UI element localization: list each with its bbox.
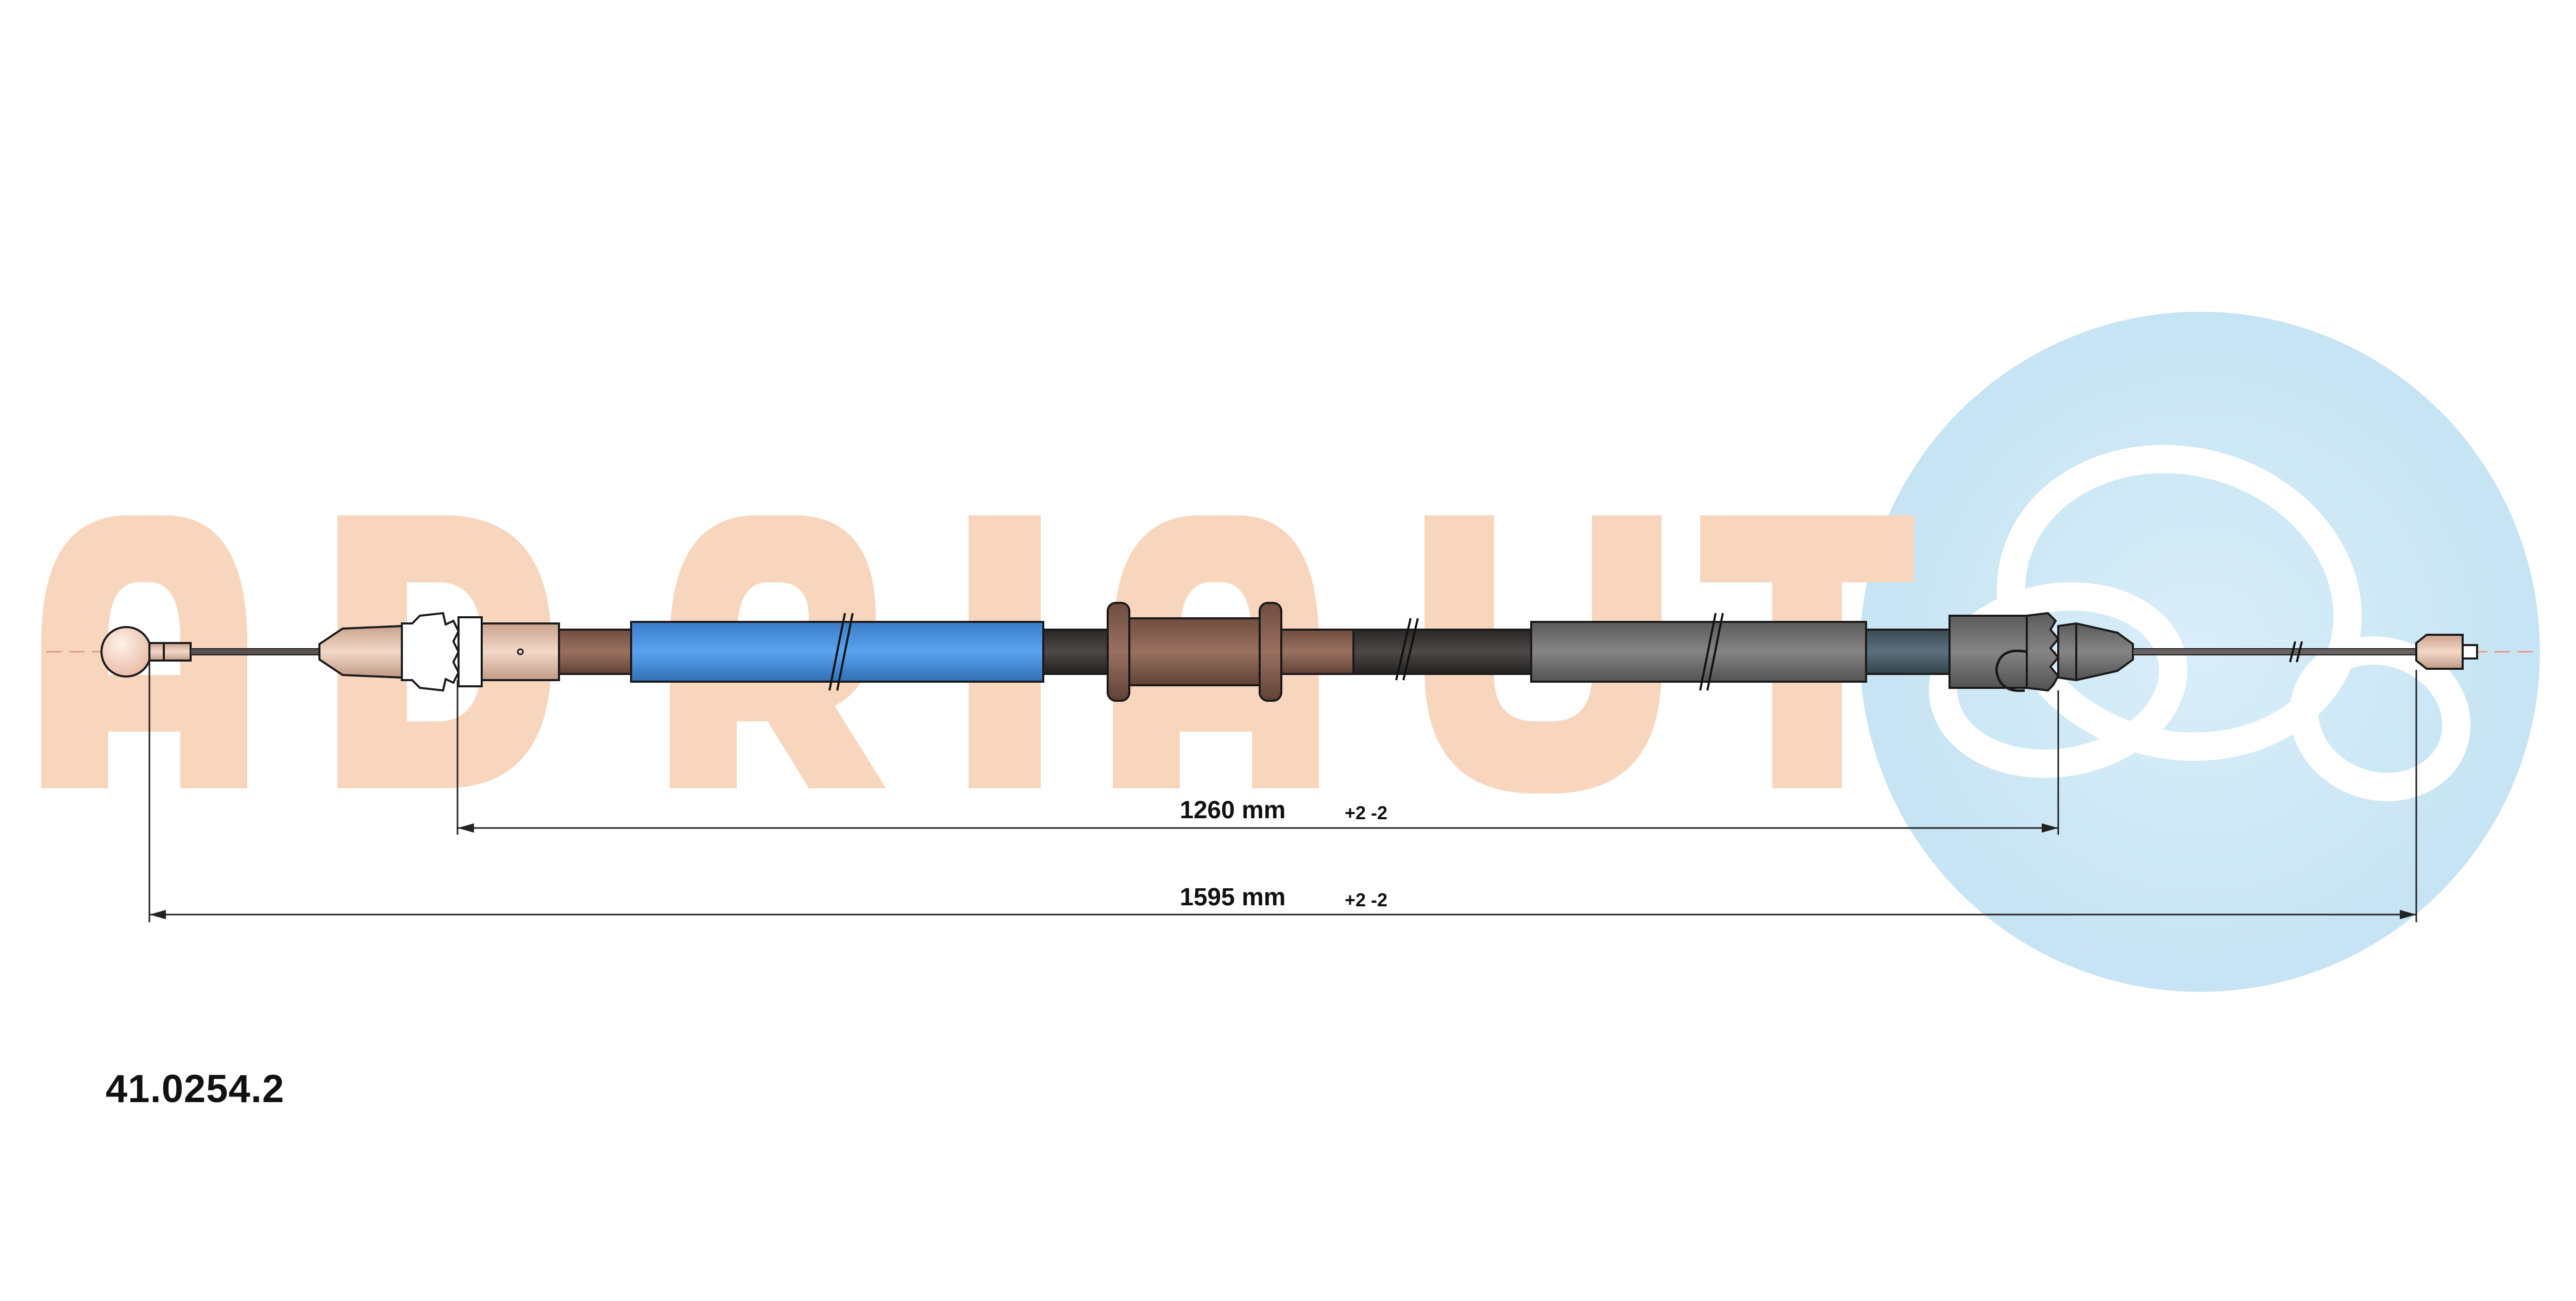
sheath-steel bbox=[1865, 629, 1951, 675]
grommet-flange-left bbox=[1107, 602, 1130, 702]
part-number: 41.0254.2 bbox=[106, 1067, 285, 1111]
dim-label-1595: 1595 mm bbox=[1180, 884, 1285, 911]
watermark-letter-a2 bbox=[1113, 515, 1319, 788]
length-break-marks bbox=[828, 613, 2303, 691]
dim-arrow-1595-right bbox=[2400, 910, 2416, 919]
dim-tolerance-1260: +2 -2 bbox=[1345, 802, 1387, 823]
left-crimp-ferrule bbox=[148, 642, 192, 662]
grommet-flange-right bbox=[1259, 602, 1282, 702]
sheath-brown-1 bbox=[558, 629, 632, 675]
left-inner-wire bbox=[190, 648, 320, 655]
dimension-lines bbox=[148, 662, 2417, 922]
brake-cable bbox=[100, 602, 2478, 702]
grey-sleeve bbox=[1530, 621, 1867, 683]
grommet-body bbox=[1128, 617, 1263, 686]
dim-arrow-1595-left bbox=[149, 910, 166, 919]
left-boot-marker bbox=[517, 648, 524, 655]
left-housing-boot bbox=[481, 622, 560, 681]
sheath-dark-2 bbox=[1352, 629, 1532, 675]
watermark-letter-r bbox=[670, 515, 886, 788]
left-ball-nipple bbox=[100, 626, 152, 678]
dim-arrow-1260-right bbox=[2042, 823, 2058, 833]
watermark-letter-u bbox=[1425, 515, 1662, 793]
right-inner-wire bbox=[2132, 648, 2417, 655]
dim-label-1260: 1260 mm bbox=[1180, 797, 1285, 824]
watermark-letter-a1 bbox=[41, 515, 247, 788]
right-end-nipple bbox=[2415, 634, 2464, 670]
left-end-cone bbox=[318, 624, 403, 679]
sheath-brown-2 bbox=[1280, 629, 1354, 675]
left-clip-fitting bbox=[401, 612, 460, 692]
right-fitting-claw bbox=[2026, 612, 2060, 692]
dim-tolerance-1595: +2 -2 bbox=[1345, 889, 1387, 910]
dim-arrow-1260-left bbox=[457, 823, 474, 833]
right-fitting-hook bbox=[1995, 649, 2027, 692]
left-housing-collar bbox=[457, 616, 483, 687]
watermark-logo-rings-icon bbox=[1929, 445, 2471, 801]
right-end-pin bbox=[2462, 644, 2478, 660]
watermark-letter-d bbox=[337, 515, 551, 788]
